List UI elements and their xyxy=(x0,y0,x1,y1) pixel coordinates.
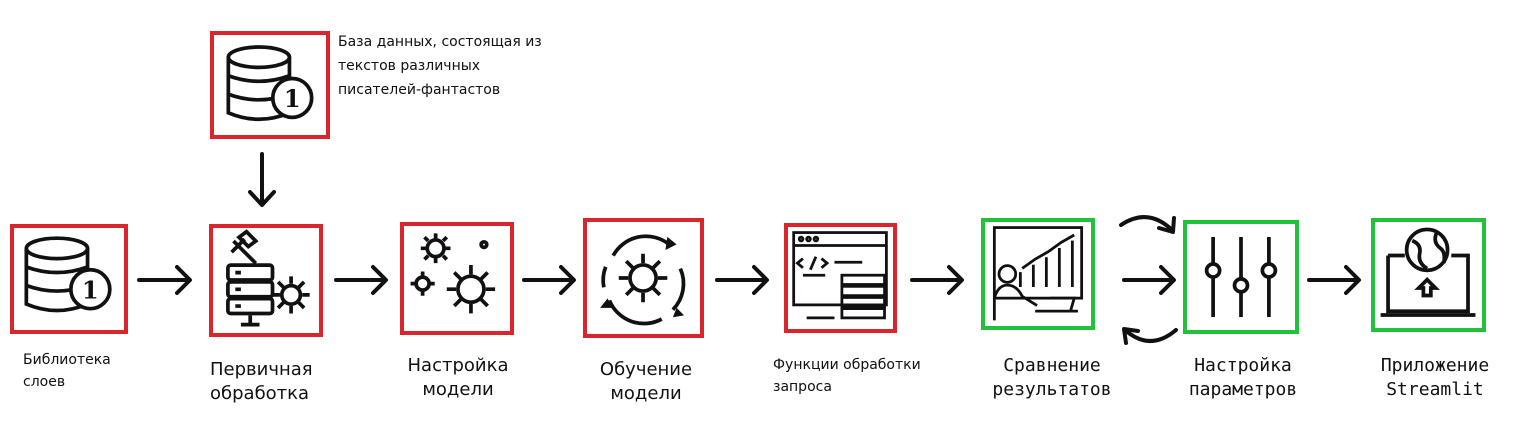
arrow-3 xyxy=(522,265,576,295)
step-library-label: Библиотека слоев xyxy=(23,349,143,393)
step-app-box xyxy=(1371,218,1486,332)
label-line: Сравнение xyxy=(1003,355,1101,376)
label-line: Первичная xyxy=(210,359,313,380)
database-note-line: писателей-фантастов xyxy=(338,82,501,98)
laptop-globe-icon xyxy=(1380,227,1476,317)
step-query-functions-box xyxy=(784,223,897,333)
arrow-db-down xyxy=(248,152,276,207)
step-compare-box xyxy=(981,218,1095,330)
label-line: параметров xyxy=(1188,379,1298,400)
database-note: База данных, состоящая из текстов различ… xyxy=(338,30,578,102)
step-training-label: Обучение модели xyxy=(578,358,714,406)
label-line: модели xyxy=(610,383,682,404)
label-line: Приложение xyxy=(1380,355,1490,376)
database-note-line: текстов различных xyxy=(338,58,481,74)
step-library-box: 1 xyxy=(10,224,128,334)
analyst-chart-icon xyxy=(992,226,1084,321)
label-line: Обучение xyxy=(599,359,693,380)
step-compare-label: Сравнение результатов xyxy=(972,354,1132,402)
server-tools-icon xyxy=(226,229,310,327)
svg-text:1: 1 xyxy=(82,275,99,304)
step-query-functions-label: Функции обработки запроса xyxy=(773,354,933,398)
svg-text:1: 1 xyxy=(284,84,301,113)
step-preprocessing-box xyxy=(209,224,323,337)
code-server-icon xyxy=(792,231,888,320)
step-preprocessing-label: Первичная обработка xyxy=(200,358,336,406)
step-model-setup-label: Настройка модели xyxy=(388,354,528,402)
label-line: обработка xyxy=(210,383,310,404)
arrow-curve-bottom xyxy=(1122,327,1178,345)
database-icon: 1 xyxy=(226,45,314,122)
arrow-6 xyxy=(1122,265,1176,295)
arrow-2 xyxy=(334,265,388,295)
sliders-icon xyxy=(1204,237,1278,317)
cycle-gear-icon xyxy=(600,234,686,326)
arrow-curve-top xyxy=(1119,215,1176,234)
label-line: модели xyxy=(422,379,494,400)
label-line: результатов xyxy=(992,379,1112,400)
gears-icon xyxy=(410,233,496,314)
step-model-setup-box xyxy=(400,222,514,335)
arrow-5 xyxy=(910,265,964,295)
arrow-4 xyxy=(715,265,769,295)
step-training-box xyxy=(583,218,704,338)
label-line: запроса xyxy=(773,379,832,395)
label-line: Библиотека xyxy=(23,352,111,368)
arrow-7 xyxy=(1307,265,1361,295)
label-line: слоев xyxy=(23,374,66,390)
arrow-1 xyxy=(137,265,192,295)
step-parameters-label: Настройка параметров xyxy=(1168,354,1318,402)
database-note-line: База данных, состоящая из xyxy=(338,34,542,50)
label-line: Функции обработки xyxy=(773,357,921,373)
label-line: Настройка xyxy=(407,355,509,376)
label-line: Streamlit xyxy=(1386,379,1484,400)
step-parameters-box xyxy=(1183,220,1299,334)
step-app-label: Приложение Streamlit xyxy=(1360,354,1510,402)
label-line: Настройка xyxy=(1194,355,1292,376)
database-source-box: 1 xyxy=(210,31,330,139)
database-icon: 1 xyxy=(24,236,112,313)
